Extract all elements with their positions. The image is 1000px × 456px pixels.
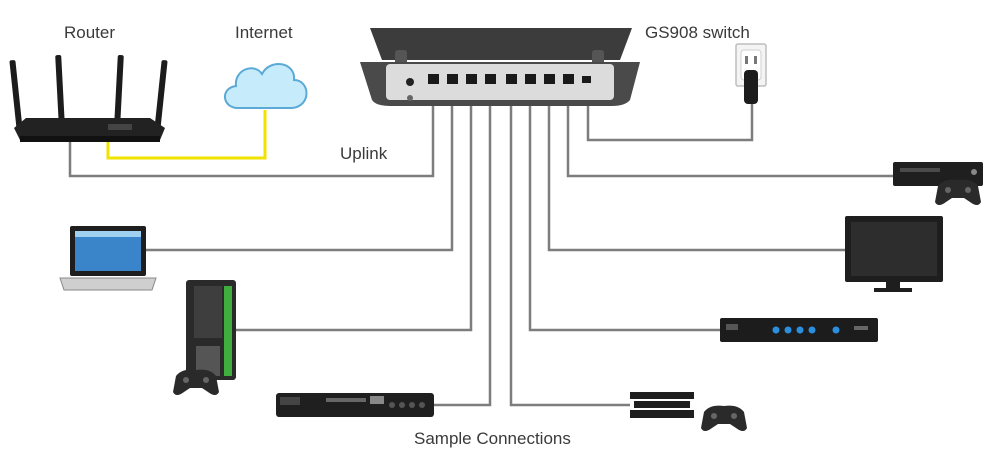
- switch-label: GS908 switch: [645, 23, 750, 42]
- streaming-box-icon: [720, 318, 878, 342]
- game-console-icon: [893, 162, 983, 205]
- power-cable: [586, 84, 754, 142]
- router-icon: [9, 54, 168, 142]
- laptop-icon: [59, 226, 157, 291]
- gamepad-icon: [701, 405, 747, 431]
- cables: [68, 82, 893, 407]
- laptop-cable: [146, 82, 454, 252]
- tv-cable: [547, 82, 845, 252]
- media-player-icon: [276, 393, 434, 417]
- tv-icon: [845, 216, 943, 292]
- router-label: Router: [64, 23, 116, 42]
- console-bottom-cable: [509, 82, 630, 407]
- game-console-icon: [630, 392, 747, 431]
- caption-label: Sample Connections: [414, 429, 571, 448]
- internet-label: Internet: [235, 23, 293, 42]
- streaming-box-cable: [528, 82, 720, 332]
- pc-cable: [236, 82, 473, 332]
- uplink-cable: [68, 82, 435, 178]
- gamepad-icon: [173, 369, 219, 395]
- internet-cable: [106, 110, 267, 160]
- media-player-cable: [434, 82, 492, 407]
- uplink-label: Uplink: [340, 144, 388, 163]
- power-outlet-icon: [735, 43, 767, 104]
- cloud-icon: [224, 63, 308, 109]
- switch-icon: [360, 28, 640, 106]
- pc-tower-icon: [173, 280, 236, 395]
- switch-ports: [428, 74, 591, 84]
- gamepad-icon: [935, 179, 981, 205]
- console-top-cable: [566, 82, 893, 178]
